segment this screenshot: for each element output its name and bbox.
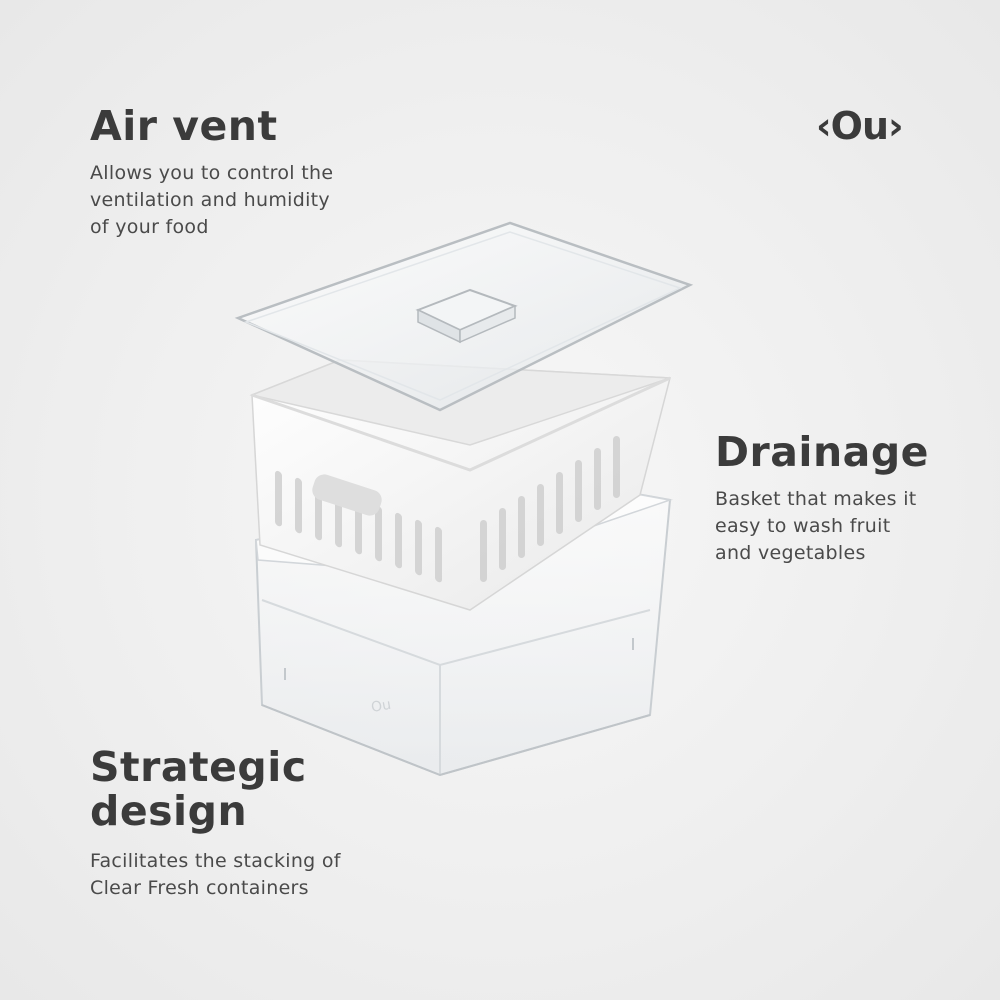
drain-slot bbox=[435, 526, 442, 583]
drain-slots bbox=[275, 470, 442, 583]
drainage-description: Basket that makes it easy to wash fruit … bbox=[715, 486, 929, 567]
drain-slot bbox=[556, 472, 563, 534]
strategic-design-description: Facilitates the stacking of Clear Fresh … bbox=[90, 848, 341, 902]
drainage-title: Drainage bbox=[715, 428, 929, 476]
strategic-design-desc-line: Clear Fresh containers bbox=[90, 876, 309, 899]
drain-slot bbox=[480, 520, 487, 582]
air-vent-icon[interactable] bbox=[415, 288, 518, 344]
drainage-desc-line: and vegetables bbox=[715, 542, 866, 565]
drain-slot bbox=[499, 508, 506, 570]
drain-slot bbox=[295, 477, 302, 534]
drainage-callout: Drainage Basket that makes it easy to wa… bbox=[715, 430, 929, 567]
drain-slot bbox=[275, 470, 282, 527]
air-vent-title: Air vent bbox=[90, 102, 278, 150]
drain-slot bbox=[395, 512, 402, 569]
drain-slot bbox=[575, 460, 582, 522]
air-vent-desc-line: Allows you to control the bbox=[90, 162, 334, 185]
drain-slot bbox=[415, 519, 422, 576]
air-vent-callout: Air vent Allows you to control the venti… bbox=[90, 104, 333, 241]
strategic-design-title-line: Strategic bbox=[90, 743, 307, 791]
drainage-desc-line: Basket that makes it bbox=[715, 488, 917, 511]
strategic-design-title-line: design bbox=[90, 787, 248, 836]
air-vent-desc-line: ventilation and humidity bbox=[90, 189, 330, 212]
drain-slot bbox=[518, 496, 525, 558]
clear-lid bbox=[234, 221, 694, 412]
strategic-design-desc-line: Facilitates the stacking of bbox=[90, 849, 341, 872]
drain-slot bbox=[375, 505, 382, 562]
embossed-logo: Ou bbox=[370, 697, 392, 716]
drainage-desc-line: easy to wash fruit bbox=[715, 515, 891, 538]
drain-basket bbox=[249, 359, 671, 611]
strategic-design-title: Strategic design bbox=[90, 745, 341, 834]
drain-slot bbox=[613, 436, 620, 498]
strategic-design-callout: Strategic design Facilitates the stackin… bbox=[90, 745, 341, 902]
air-vent-description: Allows you to control the ventilation an… bbox=[90, 160, 333, 241]
brand-logo: ‹Ou› bbox=[816, 104, 904, 148]
drain-slot bbox=[594, 448, 601, 510]
air-vent-desc-line: of your food bbox=[90, 216, 209, 239]
drain-slots-side bbox=[480, 436, 620, 582]
drain-slot bbox=[537, 484, 544, 546]
